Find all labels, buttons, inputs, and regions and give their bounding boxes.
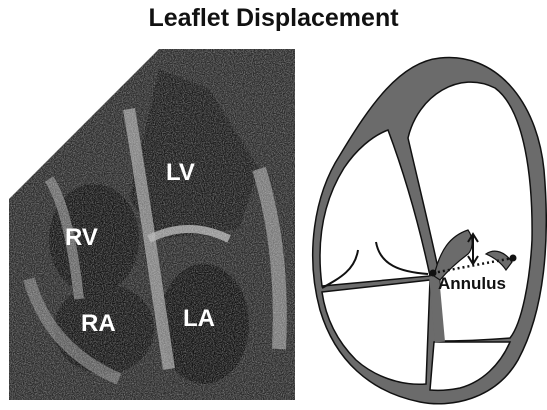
- rv-label: RV: [65, 224, 98, 252]
- annulus-point-septal: [430, 270, 437, 277]
- lv-label: LV: [166, 159, 195, 187]
- echocardiogram-image: LV RV RA LA: [9, 49, 295, 400]
- annulus-label: Annulus: [438, 274, 506, 294]
- annulus-point-lateral: [510, 255, 517, 262]
- ra-label: RA: [81, 310, 116, 338]
- la-label: LA: [183, 305, 215, 333]
- page-title: Leaflet Displacement: [0, 4, 547, 33]
- right-atrium-chamber: [322, 280, 430, 384]
- heart-diagram: [300, 40, 547, 405]
